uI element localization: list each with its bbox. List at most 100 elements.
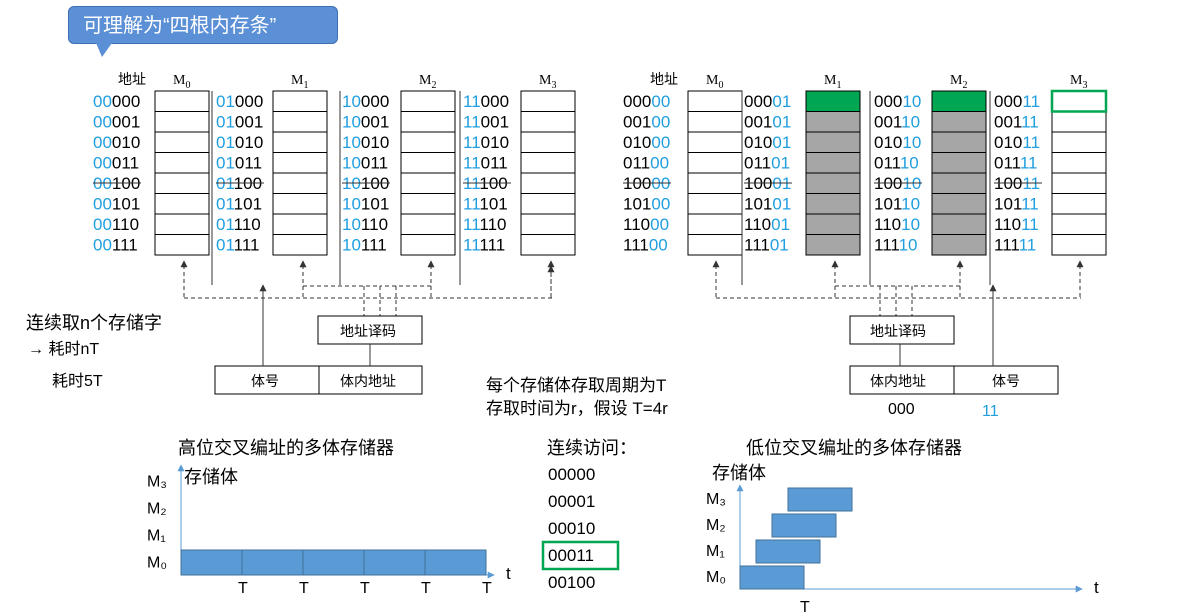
address-inner-bits: 011 — [744, 154, 771, 173]
cell-address: 01010 — [874, 133, 921, 152]
memory-cell — [520, 90, 576, 112]
chart-x-tick: T — [421, 580, 431, 597]
address-inner-bits: 001 — [874, 113, 902, 132]
address-inner-bits: 010 — [744, 133, 772, 152]
memory-cell — [1051, 193, 1107, 215]
cell-address: 00011 — [994, 92, 1040, 111]
address-inner-bits: 000 — [744, 92, 772, 111]
address-inner-bits: 010 — [623, 133, 651, 152]
memory-cell — [154, 90, 210, 112]
memory-cell — [687, 193, 743, 215]
address-inner-bits: 000 — [874, 92, 902, 111]
memory-cell — [400, 234, 456, 256]
chart-x-axis-label: t — [506, 564, 511, 583]
address-inner-bits: 000 — [481, 92, 509, 111]
cell-address: 11101 — [463, 195, 508, 214]
address-inner-bits: 110 — [112, 215, 139, 234]
callout-tail — [96, 43, 112, 57]
address-inner-bits: 010 — [361, 133, 389, 152]
cell-address: 10001 — [342, 113, 389, 132]
address-bank-bits: 11 — [463, 195, 480, 214]
bank-label-m3: M3 — [539, 73, 556, 91]
address-bank-bits: 00 — [93, 236, 112, 255]
address-inner-bits: 011 — [235, 154, 262, 173]
bank-label-m2-letter: M — [419, 73, 432, 88]
decoder-label: 地址译码 — [340, 323, 396, 339]
chart-y-tick: M₂ — [706, 517, 726, 534]
cell-address: 01001 — [216, 113, 263, 132]
address-inner-bits: 011 — [874, 154, 901, 173]
memory-cell — [805, 172, 861, 194]
chart-ylabel: 存储体 — [712, 463, 766, 483]
address-inner-bits: 001 — [112, 113, 140, 132]
address-bank-bits: 01 — [770, 236, 789, 255]
timing-bar — [302, 549, 365, 576]
cell-address: 00111 — [93, 236, 138, 255]
access-list-item: 00001 — [548, 492, 595, 511]
chart-x-tick: T — [482, 580, 492, 597]
address-bank-bits: 11 — [463, 133, 481, 152]
address-inner-bits: 111 — [479, 236, 505, 255]
timing-bar — [771, 513, 837, 538]
memory-cell — [520, 152, 576, 174]
address-bank-bits: 00 — [651, 92, 670, 111]
bank-label-m2-sub: 2 — [431, 80, 436, 91]
address-bank-bits: 00 — [93, 195, 112, 214]
memory-cell — [931, 90, 987, 112]
address-inner-bits: 111 — [623, 236, 649, 255]
memory-cell — [1051, 90, 1107, 112]
bank-number-value: 11 — [982, 403, 999, 420]
chart-x-tick: T — [238, 580, 248, 597]
cell-address: 01110 — [874, 154, 919, 173]
cell-address: 01000 — [623, 133, 670, 152]
memory-cell — [520, 172, 576, 194]
memory-cell — [687, 90, 743, 112]
address-bank-bits: 11 — [463, 92, 481, 111]
address-bank-bits: 00 — [649, 236, 668, 255]
note-cycle-line2: 存取时间为r，假设 T=4r — [486, 399, 668, 418]
bank-label-m1: M1 — [824, 73, 841, 91]
address-bank-bits: 11 — [1021, 113, 1039, 132]
cell-address: 00101 — [93, 195, 140, 214]
cell-address: 01010 — [216, 133, 263, 152]
address-bank-bits: 00 — [651, 195, 670, 214]
address-column-label: 地址 — [118, 71, 146, 87]
memory-cell — [154, 234, 210, 256]
memory-cell — [805, 213, 861, 235]
address-inner-bits: 101 — [361, 195, 389, 214]
access-list-item: 00010 — [548, 519, 595, 538]
address-inner-bits: 110 — [994, 215, 1021, 234]
bank-label-m1-sub: 1 — [303, 80, 308, 91]
address-bank-bits: 11 — [1021, 195, 1039, 214]
chart-y-tick: M₁ — [706, 543, 725, 560]
cell-address: 00010 — [93, 133, 140, 152]
address-bank-bits: 11 — [1019, 236, 1037, 255]
bank-label-m3-sub: 3 — [1082, 80, 1087, 91]
timing-bar — [363, 549, 426, 576]
access-list-title: 连续访问： — [547, 438, 637, 458]
memory-cell — [154, 193, 210, 215]
note-cycle-line1: 每个存储体存取周期为T — [486, 376, 666, 395]
address-bank-bits: 01 — [771, 154, 790, 173]
address-bank-bits: 10 — [901, 195, 920, 214]
chart-y-tick: M₀ — [147, 555, 167, 572]
address-inner-bits: 111 — [361, 236, 387, 255]
address-inner-bits: 001 — [235, 113, 263, 132]
field-inner-box — [849, 365, 955, 395]
memory-cell — [931, 234, 987, 256]
bank-label-m3-letter: M — [1070, 73, 1083, 88]
memory-cell — [400, 90, 456, 112]
memory-cell — [931, 131, 987, 153]
address-bank-bits: 01 — [216, 133, 235, 152]
field-inner-box — [318, 365, 423, 395]
cell-address: 11010 — [874, 215, 920, 234]
address-inner-bits: 001 — [994, 113, 1022, 132]
bank-label-m3-letter: M — [539, 73, 552, 88]
address-bank-bits: 11 — [1022, 133, 1040, 152]
address-bank-bits: 00 — [93, 113, 112, 132]
chart-title: 低位交叉编址的多体存储器 — [746, 438, 962, 458]
timing-bar — [424, 549, 487, 576]
access-list-item: 00011 — [548, 546, 594, 565]
cell-address: 11101 — [744, 236, 789, 255]
